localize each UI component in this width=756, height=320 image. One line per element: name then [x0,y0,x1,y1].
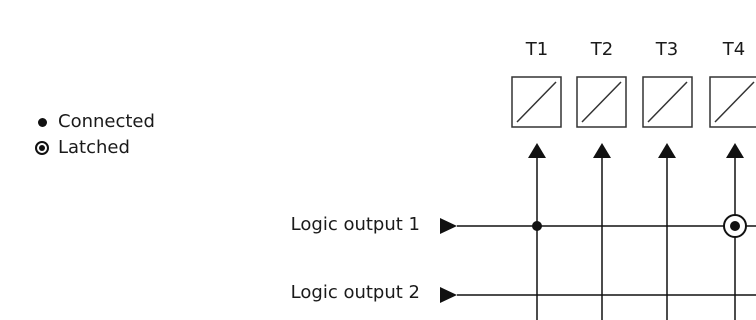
output-2-arrow-icon [440,287,457,303]
latched-marker-t4-output1 [723,214,747,238]
output-row-2 [440,287,756,303]
terminal-box-t4 [709,76,756,128]
output-1-arrow-icon [440,218,457,234]
legend-latched-label: Latched [58,137,130,158]
legend-connected: Connected [36,109,155,135]
terminal-box-t4-slash [714,81,755,123]
terminal-box-t1-slash [516,81,557,123]
legend: Connected Latched [35,109,155,161]
arrow-up-icon [726,143,744,158]
terminal-label-t3: T3 [655,39,679,60]
connected-dot-icon [36,117,58,127]
terminal-label-t2: T2 [590,39,614,60]
legend-latched: Latched [35,135,155,161]
latched-circle-icon [35,141,58,155]
terminal-label-t1: T1 [525,39,549,60]
output-row-1 [440,218,756,234]
arrow-up-icon [528,143,546,158]
output-label-2: Logic output 2 [290,282,420,303]
terminal-box-t2-slash [581,81,622,123]
terminal-box-t3-slash [647,81,688,123]
connected-dot-t1-output1 [532,221,542,231]
terminal-arrows [528,143,744,158]
legend-connected-label: Connected [58,111,155,132]
arrow-up-icon [658,143,676,158]
terminal-label-t4: T4 [722,39,746,60]
output-label-1: Logic output 1 [290,214,420,235]
arrow-up-icon [593,143,611,158]
terminal-boxes [511,76,756,128]
